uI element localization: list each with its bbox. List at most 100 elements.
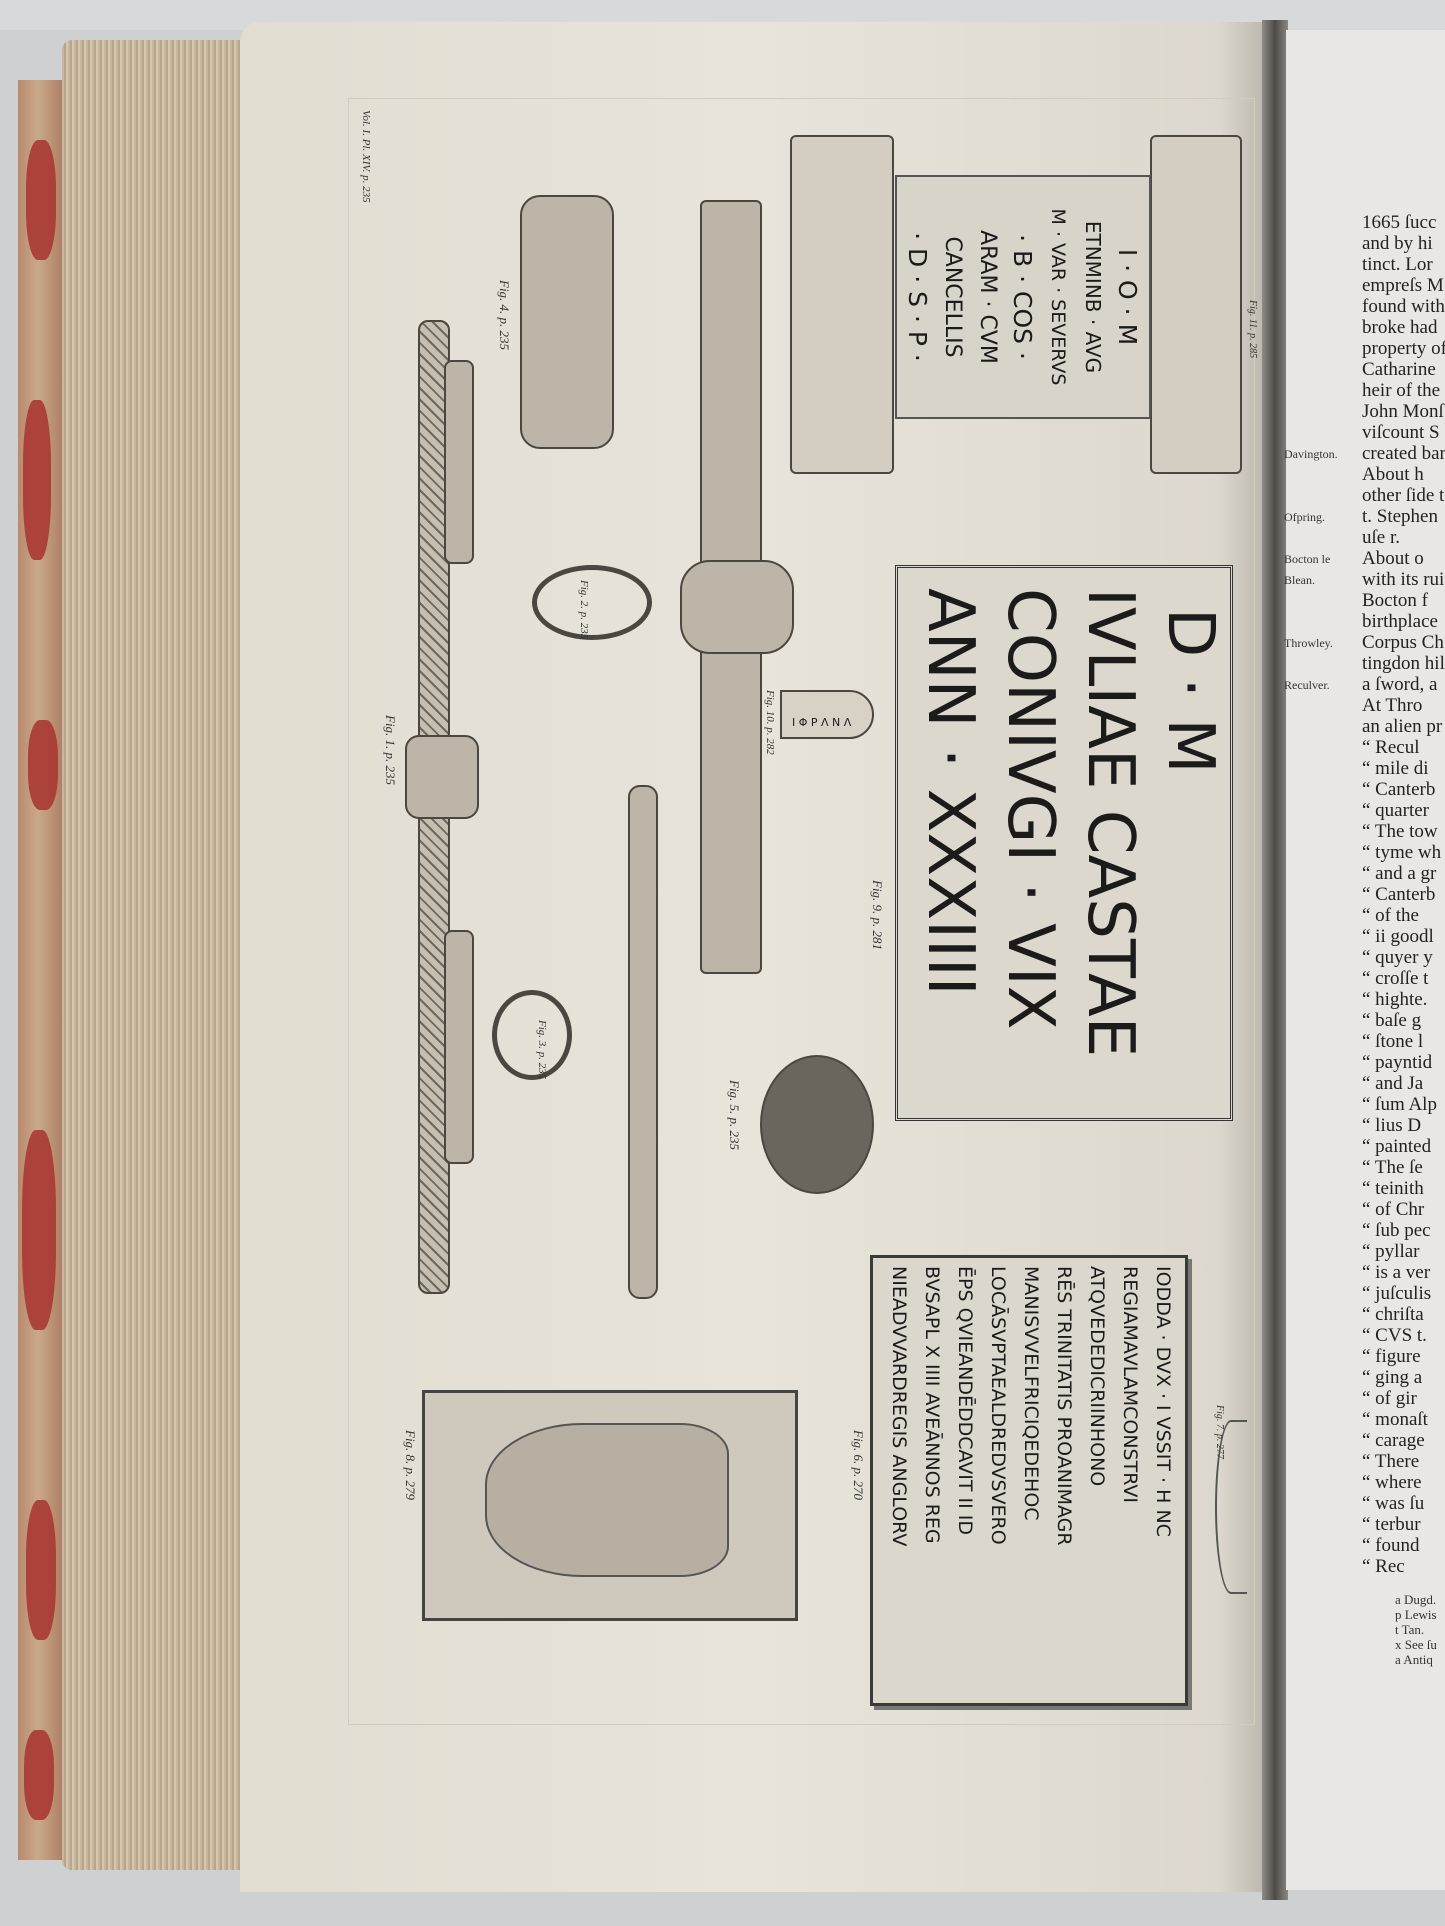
- margin-note: Blean.: [1284, 573, 1315, 587]
- margin-note: Throwley.: [1284, 636, 1333, 650]
- text-line: “ painted: [1362, 1136, 1432, 1157]
- text-line: “ quyer y: [1362, 947, 1433, 968]
- text-line: tinct. Lor: [1362, 254, 1433, 275]
- text-line: t. Stephen: [1362, 506, 1438, 527]
- text-line: empreſs M: [1362, 275, 1444, 296]
- altar-line: M · VAR · SEVERVS: [1047, 208, 1069, 386]
- dm-line: D · M: [1153, 608, 1227, 774]
- relief-figure: [485, 1423, 729, 1577]
- altar-line: · D · S · P ·: [903, 232, 932, 362]
- odda-line: REGIAMAVLAMCONSTRVI: [1119, 1266, 1141, 1503]
- text-line: “ monaſt: [1362, 1409, 1428, 1430]
- text-line: 1665 ſucc: [1362, 212, 1437, 233]
- fig1-plate-upper: [444, 360, 474, 564]
- text-line: Bocton f: [1362, 590, 1428, 611]
- odda-line: ATQVEDEDICRIINHONO: [1086, 1266, 1108, 1487]
- text-line: “ tyme wh: [1362, 842, 1442, 863]
- fig3-object: [628, 785, 658, 1299]
- altar-line: ARAM · CVM: [975, 230, 1000, 364]
- text-line: Corpus Ch: [1362, 632, 1444, 653]
- text-line: “ highte.: [1362, 989, 1428, 1010]
- odda-tablet: IODDA · DVX · I VSSIT · H NC REGIAMAVLAM…: [870, 1255, 1188, 1706]
- text-line: “ juſculis: [1362, 1283, 1432, 1304]
- fig6-label: Fig. 6. p. 270: [851, 1430, 866, 1501]
- fig8-label: Fig. 8. p. 279: [403, 1430, 418, 1501]
- odda-line: LOCĀSVPTAEALDREDVSVERO: [987, 1266, 1009, 1545]
- text-line: and by hi: [1362, 233, 1433, 254]
- text-line: “ Canterb: [1362, 884, 1436, 905]
- text-line: uſe r.: [1362, 527, 1400, 548]
- dm-line: IVLIAE CASTAE: [1073, 588, 1147, 1058]
- footnote: t Tan.: [1395, 1622, 1425, 1637]
- footnote: a Dugd.: [1395, 1592, 1437, 1607]
- text-line: “ was ſu: [1362, 1493, 1425, 1514]
- text-line: “ lius D: [1362, 1115, 1422, 1136]
- text-line: About o: [1362, 548, 1424, 569]
- footnote: p Lewis: [1395, 1607, 1437, 1622]
- dm-tablet: D · M IVLIAE CASTAE CONIVGI · VIX ANN · …: [895, 565, 1233, 1121]
- fig7-object: [1215, 1420, 1247, 1594]
- text-line: created bar: [1362, 443, 1445, 464]
- text-line: “ The ſe: [1362, 1157, 1423, 1178]
- text-line: “ of the: [1362, 905, 1419, 926]
- text-line: Catharine: [1362, 359, 1436, 380]
- text-line: “ pyllar: [1362, 1241, 1420, 1262]
- text-line: “ CVS t.: [1362, 1325, 1427, 1346]
- fig10-inscription: I Φ Ρ Λ Ν Λ: [792, 716, 852, 729]
- fig1-label: Fig. 1. p. 235: [383, 715, 398, 786]
- text-line: “ Rec: [1362, 1556, 1405, 1577]
- text-line: “ figure: [1362, 1346, 1421, 1367]
- text-line: “ terbur: [1362, 1514, 1421, 1535]
- text-line: “ found: [1362, 1535, 1420, 1556]
- text-line: About h: [1362, 464, 1424, 485]
- odda-line: IODDA · DVX · I VSSIT · H NC: [1152, 1266, 1174, 1537]
- text-line: heir of the: [1362, 380, 1441, 401]
- text-line: birthplace: [1362, 611, 1438, 632]
- fig1-plate-lower: [444, 930, 474, 1164]
- text-page: [1286, 30, 1445, 1890]
- fig1-rosette: [405, 735, 479, 819]
- text-line: broke had: [1362, 317, 1438, 338]
- odda-line: ĒPS QVIEANDĒDDCAVIT II ID: [954, 1266, 976, 1536]
- text-line: “ quarter: [1362, 800, 1429, 821]
- margin-note: Reculver.: [1284, 678, 1330, 692]
- text-line: At Thro: [1362, 695, 1423, 716]
- fig4-object: [520, 195, 614, 449]
- fig9-socket: [680, 560, 794, 654]
- text-line: “ The tow: [1362, 821, 1438, 842]
- text-line: “ baſe g: [1362, 1010, 1422, 1031]
- text-line: other ſide t: [1362, 485, 1445, 506]
- fig7-label: Fig. 7. p. 277: [1214, 1405, 1225, 1459]
- odda-line: NIEADVVARDREGIS ANGLORV: [888, 1266, 910, 1547]
- fig2-label: Fig. 2. p. 235: [578, 580, 590, 640]
- fig9-label: Fig. 9. p. 281: [870, 880, 885, 951]
- text-line: “ and Ja: [1362, 1073, 1424, 1094]
- fig11-label: Fig. 11. p. 285: [1247, 300, 1258, 359]
- volume-label: Vol. I. Pl. XIV. p. 235: [360, 110, 372, 203]
- altar-top: [1150, 135, 1242, 474]
- text-line: “ ging a: [1362, 1367, 1423, 1388]
- altar-base: [790, 135, 894, 474]
- altar-line: I · O · M: [1113, 248, 1142, 346]
- text-line: “ ſub pec: [1362, 1220, 1431, 1241]
- odda-line: BVSAPL X IIII AVEĀNNOS REG: [921, 1266, 943, 1544]
- book-spine: [18, 80, 68, 1860]
- fig4-label: Fig. 4. p. 235: [497, 280, 512, 351]
- book-gutter: [1262, 20, 1288, 1900]
- fig5-label: Fig. 5. p. 235: [727, 1080, 742, 1151]
- text-line: John Monſ: [1362, 401, 1444, 422]
- margin-note: Davington.: [1284, 447, 1338, 461]
- text-line: “ Canterb: [1362, 779, 1436, 800]
- fig8-relief: [422, 1390, 798, 1621]
- odda-line: MANISVVELFRICIQEDEHOC: [1020, 1266, 1042, 1521]
- dm-line: ANN · XXXIIII: [913, 588, 987, 996]
- fig2-ring: [532, 565, 652, 640]
- text-line: property of: [1362, 338, 1445, 359]
- fig10-shield: [780, 690, 874, 739]
- text-line: “ and a gr: [1362, 863, 1437, 884]
- text-line: “ where: [1362, 1472, 1422, 1493]
- text-line: “ of gir: [1362, 1388, 1417, 1409]
- margin-note: Bocton le: [1284, 552, 1331, 566]
